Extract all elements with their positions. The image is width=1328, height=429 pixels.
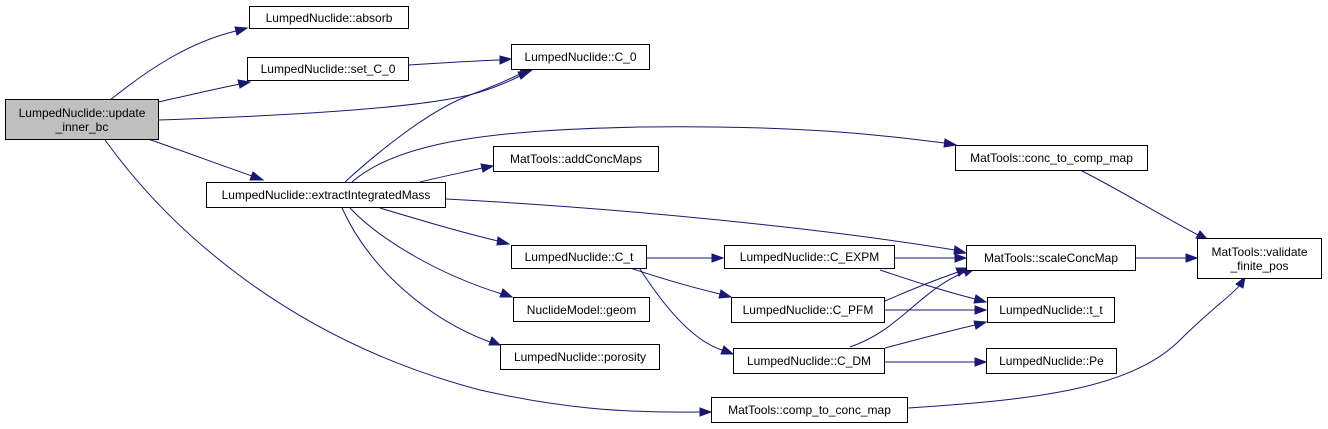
arrowhead — [973, 294, 988, 304]
arrowhead — [237, 79, 252, 89]
node-label-line-1: MatTools::validate — [1211, 244, 1308, 259]
edge-extract-to-porosity — [341, 207, 491, 343]
node-label: MatTools::comp_to_conc_map — [728, 403, 891, 417]
node-label: LumpedNuclide::set_C_0 — [260, 62, 396, 76]
node-c-dm[interactable]: LumpedNuclide::C_DM — [733, 348, 885, 374]
edge-cdm-to-scaleconcmap — [849, 271, 966, 348]
node-scale-conc-map[interactable]: MatTools::scaleConcMap — [966, 245, 1136, 271]
arrowhead — [718, 289, 733, 299]
arrowhead — [720, 345, 735, 355]
arrowhead — [234, 26, 249, 36]
edge-update-to-absorb — [109, 30, 237, 101]
arrowhead — [1235, 275, 1246, 289]
node-update-inner-bc[interactable]: LumpedNuclide::update _inner_bc — [5, 99, 159, 140]
node-c-pfm[interactable]: LumpedNuclide::C_PFM — [731, 297, 885, 323]
edge-update-to-set-c0 — [157, 83, 241, 103]
node-validate-finite-pos[interactable]: MatTools::validate _finite_pos — [1197, 238, 1322, 279]
arrowhead — [954, 253, 968, 263]
node-t-t[interactable]: LumpedNuclide::t_t — [987, 297, 1115, 323]
node-label: LumpedNuclide::extractIntegratedMass — [221, 188, 431, 202]
edge-ct-to-cdm — [639, 268, 723, 351]
arrowhead — [499, 55, 513, 65]
node-label: LumpedNuclide::C_PFM — [742, 303, 874, 317]
arrowhead — [1185, 253, 1199, 263]
edge-extract-to-geom — [349, 207, 503, 295]
edge-cdm-to-tt — [884, 324, 976, 349]
edge-comp-to-conc-to-validate — [907, 284, 1241, 409]
edge-ct-to-cpfm — [629, 267, 721, 295]
node-label-line-1: LumpedNuclide::update — [18, 105, 146, 120]
node-label: LumpedNuclide::t_t — [999, 303, 1103, 317]
arrowhead — [249, 171, 265, 181]
node-comp-to-conc-map[interactable]: MatTools::comp_to_conc_map — [711, 397, 908, 423]
arrowhead — [499, 288, 514, 298]
edge-extract-to-addconcmaps — [419, 167, 483, 183]
node-absorb[interactable]: LumpedNuclide::absorb — [249, 6, 409, 29]
node-c-expm[interactable]: LumpedNuclide::C_EXPM — [724, 245, 895, 269]
edge-extract-to-c0 — [344, 72, 523, 183]
arrowhead — [699, 407, 713, 417]
edge-update-to-comp-to-conc — [104, 139, 701, 413]
node-label: LumpedNuclide::C_EXPM — [739, 250, 880, 264]
arrowhead — [974, 357, 988, 367]
edge-cexpm-to-tt — [879, 269, 976, 300]
node-label: LumpedNuclide::porosity — [513, 350, 647, 364]
arrowhead — [488, 336, 502, 346]
arrowhead — [953, 245, 968, 255]
node-label: NuclideModel::geom — [526, 302, 637, 317]
edge-update-to-extract — [147, 138, 253, 177]
edge-extract-to-conc-to-comp — [351, 126, 946, 183]
edge-cpfm-to-scaleconcmap — [884, 271, 959, 302]
node-geom[interactable]: NuclideModel::geom — [513, 297, 650, 322]
arrowhead — [974, 305, 988, 315]
node-label: LumpedNuclide::absorb — [265, 10, 393, 25]
node-label: LumpedNuclide::C_DM — [746, 354, 872, 368]
edge-extract-to-ct — [379, 207, 499, 242]
arrowhead — [711, 253, 725, 263]
node-add-conc-maps[interactable]: MatTools::addConcMaps — [493, 146, 659, 172]
edge-update-to-c0 — [157, 75, 521, 121]
arrowhead — [496, 236, 511, 246]
node-label: MatTools::conc_to_comp_map — [970, 151, 1133, 165]
node-extract-integrated-mass[interactable]: LumpedNuclide::extractIntegratedMass — [206, 182, 446, 208]
arrowhead — [480, 163, 495, 173]
node-label: LumpedNuclide::C_0 — [524, 50, 637, 64]
node-label: LumpedNuclide::Pe — [999, 354, 1104, 368]
edge-extract-to-scaleconcmap — [445, 198, 956, 251]
node-pe[interactable]: LumpedNuclide::Pe — [986, 348, 1117, 374]
edge-set-c0-to-c0 — [408, 59, 501, 66]
arrowhead — [973, 320, 988, 330]
node-porosity[interactable]: LumpedNuclide::porosity — [500, 344, 660, 370]
node-conc-to-comp-map[interactable]: MatTools::conc_to_comp_map — [955, 145, 1148, 171]
node-label: LumpedNuclide::C_t — [524, 250, 634, 264]
arrowhead — [943, 138, 958, 148]
node-label-line-2: _finite_pos — [1230, 258, 1289, 273]
node-c-t[interactable]: LumpedNuclide::C_t — [511, 245, 647, 269]
node-c-0[interactable]: LumpedNuclide::C_0 — [511, 44, 650, 70]
node-label: MatTools::scaleConcMap — [983, 251, 1119, 265]
node-label-line-2: _inner_bc — [55, 119, 109, 134]
edge-conc-to-comp-to-validate — [1079, 169, 1199, 236]
node-label: MatTools::addConcMaps — [509, 152, 643, 166]
node-set-c-0[interactable]: LumpedNuclide::set_C_0 — [247, 57, 409, 81]
